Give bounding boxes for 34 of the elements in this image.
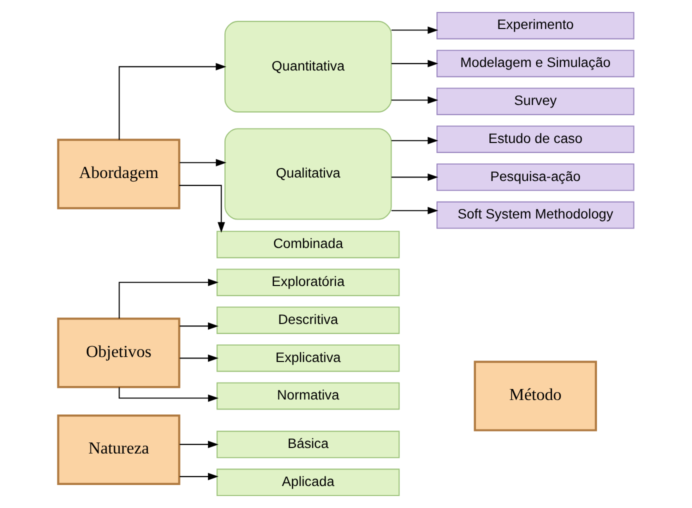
- node-box: Descritiva: [216, 306, 400, 334]
- arrow: [391, 206, 438, 214]
- node-box: Básica: [216, 430, 400, 458]
- arrow: [179, 184, 225, 233]
- arrow: [391, 174, 438, 181]
- node-box: Explicativa: [216, 344, 400, 372]
- node-box: Quantitativa: [224, 20, 392, 112]
- node-box: Método: [474, 360, 597, 432]
- arrow: [180, 354, 218, 362]
- arrow: [118, 63, 226, 140]
- node-box: Abordagem: [57, 138, 180, 210]
- arrow: [180, 472, 218, 480]
- arrow: [391, 96, 438, 104]
- node-box: Pesquisa-ação: [436, 164, 634, 191]
- node-box: Modelagem e Simulação: [436, 50, 634, 78]
- node-box: Combinada: [216, 230, 400, 258]
- arrow: [391, 26, 438, 34]
- arrow: [180, 440, 218, 448]
- node-box: Natureza: [57, 414, 180, 485]
- node-box: Survey: [436, 88, 634, 116]
- node-box: Objetivos: [57, 318, 180, 388]
- node-box: Qualitativa: [224, 128, 392, 220]
- node-box: Estudo de caso: [436, 126, 634, 153]
- node-box: Soft System Methodology: [436, 201, 634, 229]
- arrow: [118, 387, 219, 402]
- arrow: [391, 60, 438, 68]
- arrow: [180, 158, 226, 166]
- node-box: Exploratória: [216, 268, 400, 296]
- arrow: [118, 278, 219, 318]
- arrow: [180, 322, 219, 330]
- arrow: [391, 136, 438, 144]
- node-box: Experimento: [436, 12, 634, 40]
- node-box: Aplicada: [216, 468, 400, 496]
- node-box: Normativa: [216, 382, 400, 410]
